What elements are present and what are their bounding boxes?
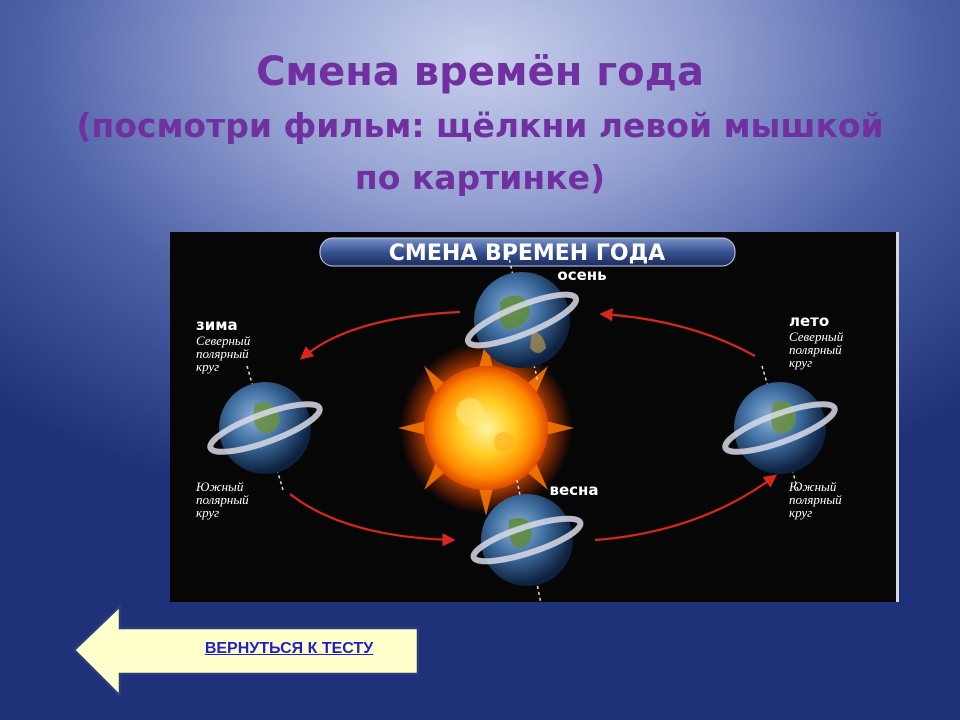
title-line-2: (посмотри фильм: щёлкни левой мышкой — [76, 106, 884, 145]
label-spring: весна — [549, 481, 598, 499]
winter-south-1: Южный — [195, 479, 244, 494]
label-winter: зима — [196, 316, 238, 334]
winter-north-2: полярный — [196, 346, 249, 361]
slide-title: Смена времён года (посмотри фильм: щёлкн… — [0, 44, 960, 204]
label-summer: лето — [789, 312, 829, 330]
seasons-picture-video-link[interactable]: СМЕНА ВРЕМЕН ГОДА — [170, 232, 899, 602]
winter-north-3: круг — [196, 359, 219, 374]
title-line-1: Смена времён года — [256, 49, 704, 95]
banner-text: СМЕНА ВРЕМЕН ГОДА — [389, 241, 665, 266]
earth-icon — [207, 253, 838, 602]
summer-north-1: Северный — [789, 329, 844, 344]
winter-north-1: Северный — [196, 333, 251, 348]
left-arrow-icon — [72, 603, 420, 698]
title-line-3: по картинке) — [354, 158, 606, 197]
orbit-arrow-icon — [289, 308, 778, 547]
back-to-test-button[interactable]: ВЕРНУТЬСЯ К ТЕСТУ — [72, 602, 422, 698]
sun-icon — [398, 340, 574, 516]
winter-south-2: полярный — [196, 492, 249, 507]
summer-south-1: Южный — [788, 479, 837, 494]
banner: СМЕНА ВРЕМЕН ГОДА — [319, 237, 736, 267]
winter-south-3: круг — [196, 505, 219, 520]
summer-south-2: полярный — [789, 492, 842, 507]
summer-south-3: круг — [789, 505, 812, 520]
summer-north-3: круг — [789, 355, 812, 370]
summer-north-2: полярный — [789, 342, 842, 357]
label-autumn: осень — [557, 266, 606, 284]
seasons-diagram: СМЕНА ВРЕМЕН ГОДА — [195, 237, 844, 602]
back-to-test-link[interactable]: ВЕРНУТЬСЯ К ТЕСТУ — [204, 640, 374, 657]
